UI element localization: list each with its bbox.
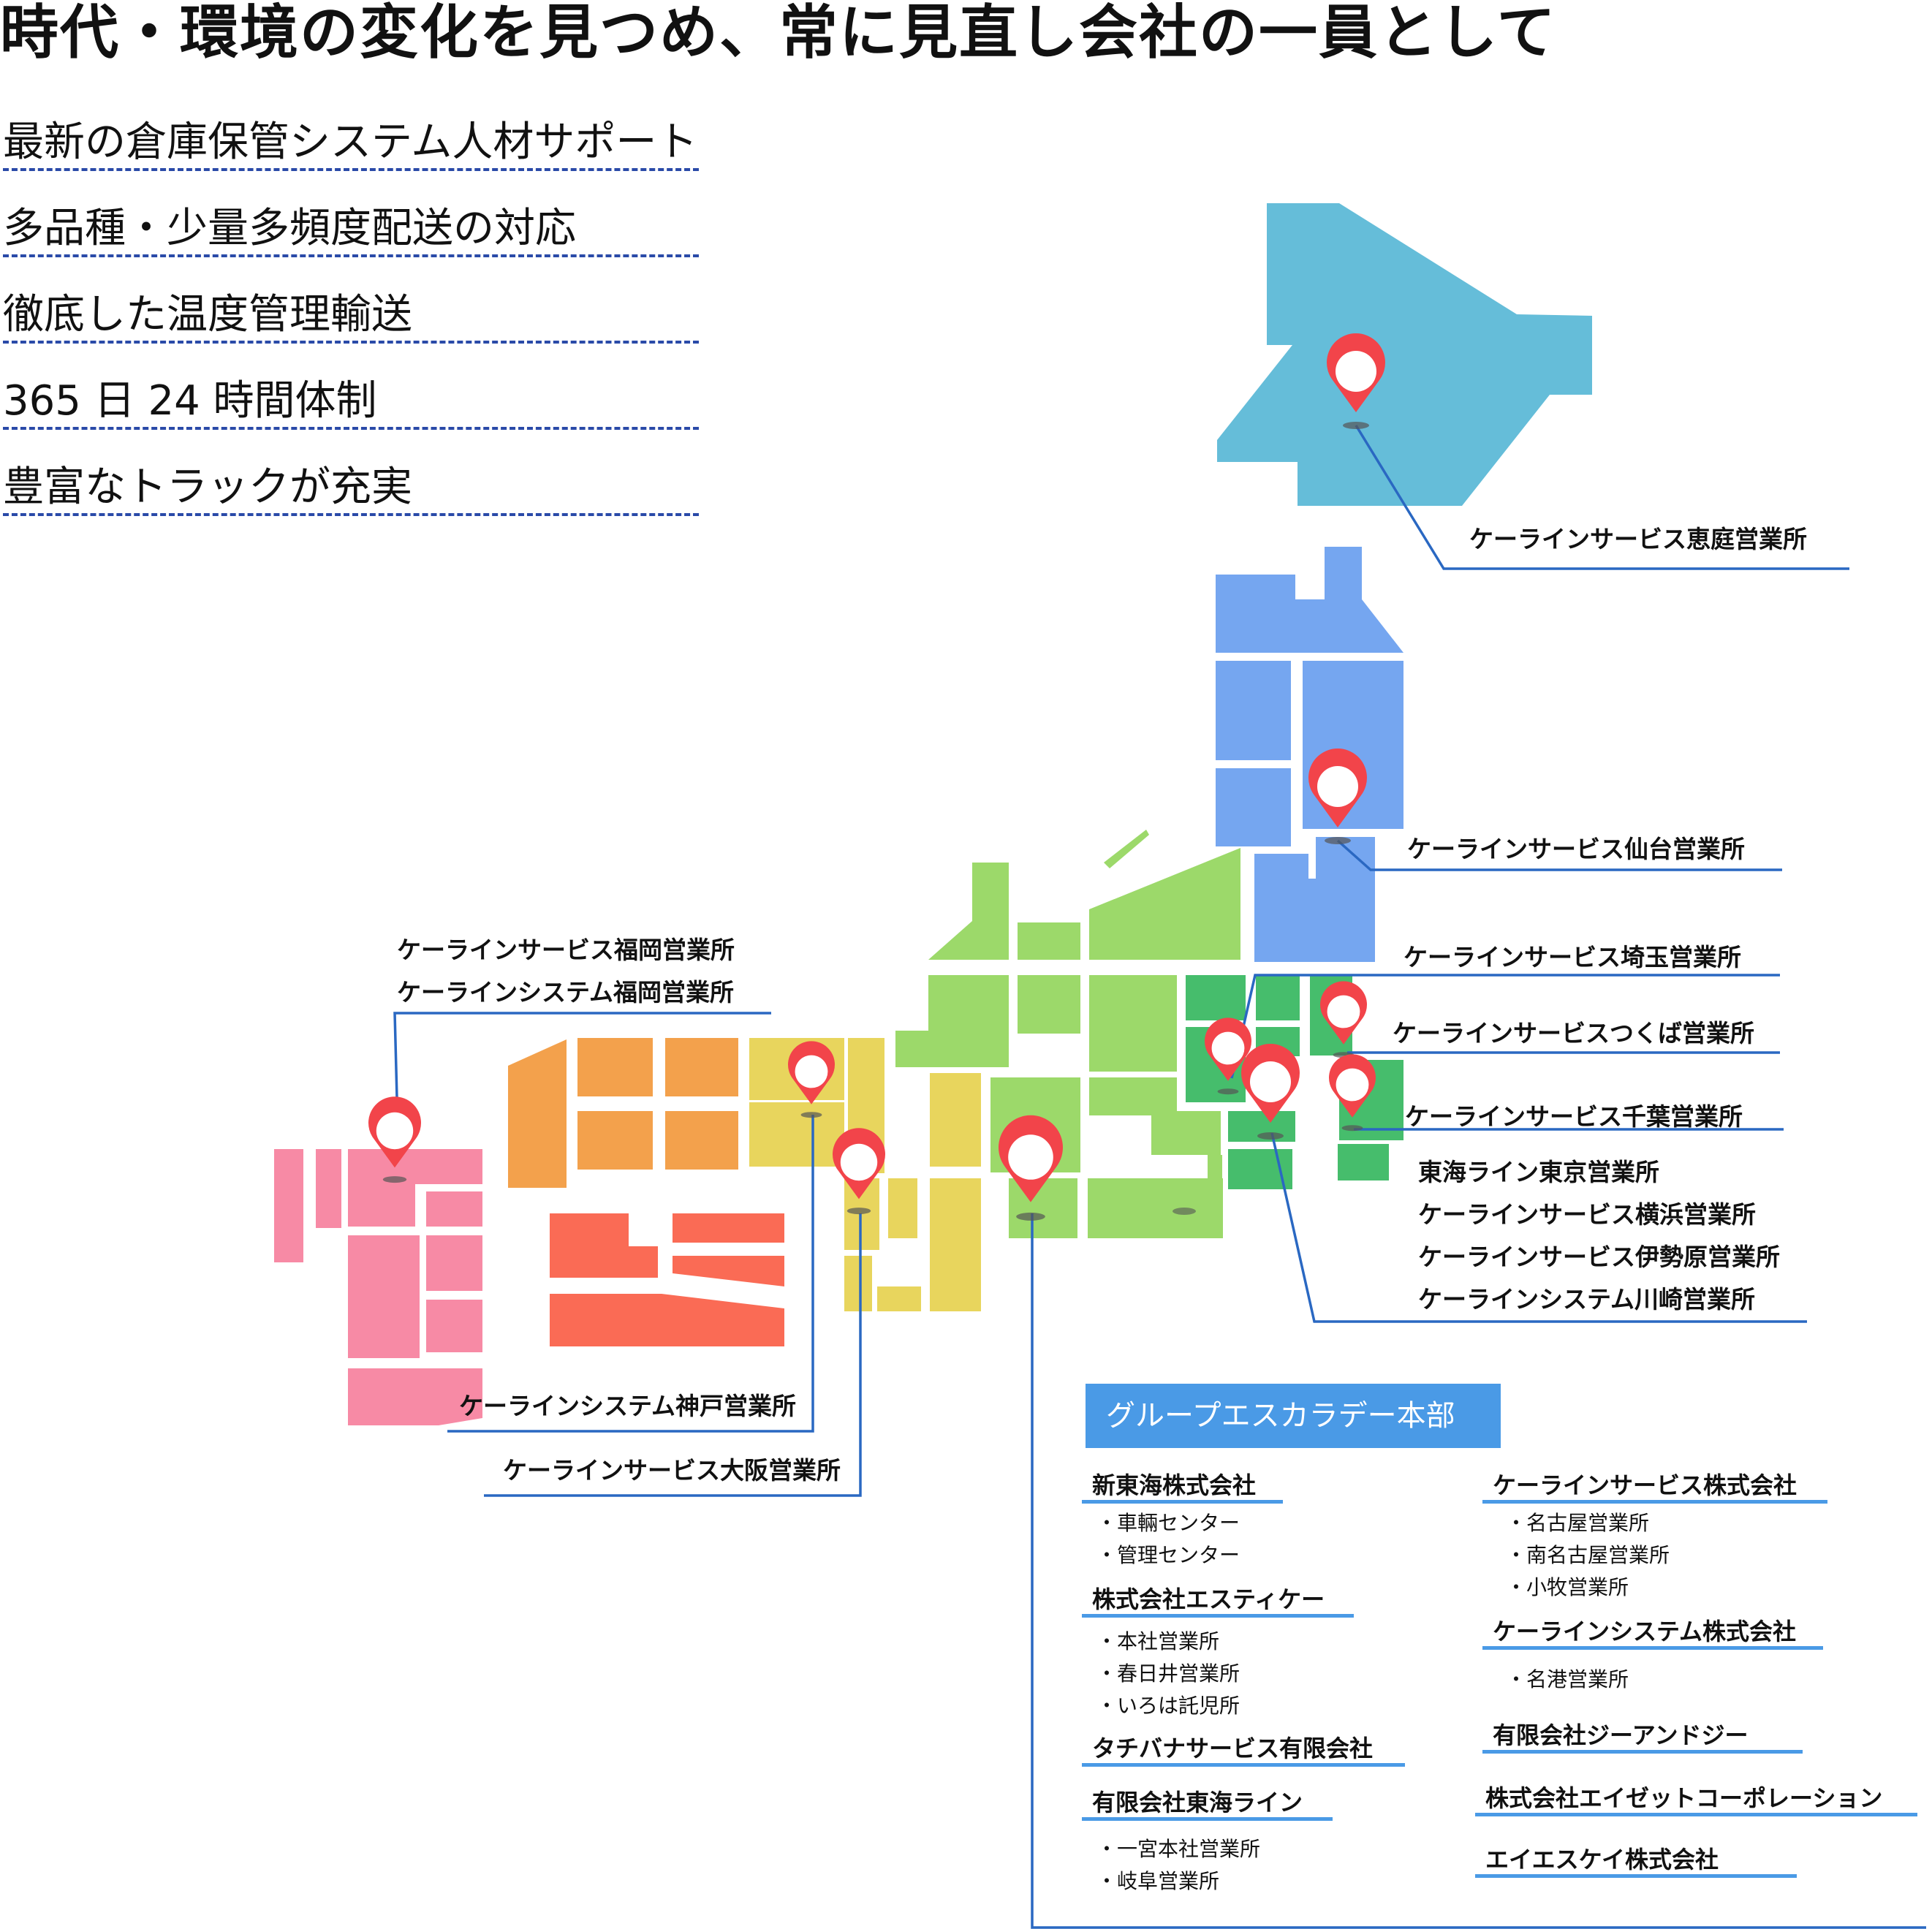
office-label-fukuoka-system: ケーラインシステム福岡営業所	[397, 978, 735, 1007]
company-name: 株式会社エスティケー	[1082, 1585, 1354, 1618]
pin-icon	[833, 1128, 885, 1215]
pin-icon	[1327, 333, 1385, 429]
pin-icon	[1320, 981, 1367, 1058]
company-name: 新東海株式会社	[1082, 1471, 1283, 1504]
office-label-chiba: ケーラインサービス千葉営業所	[1405, 1102, 1743, 1131]
office-label-kawasaki: ケーラインシステム川崎営業所	[1418, 1285, 1756, 1314]
office-label-fukuoka-service: ケーラインサービス福岡営業所	[397, 936, 735, 964]
pin-icon	[368, 1096, 421, 1183]
region-hokkaido	[1217, 203, 1592, 506]
branch-item: ・名港営業所	[1506, 1667, 1629, 1691]
office-label-isehara: ケーラインサービス伊勢原営業所	[1418, 1243, 1780, 1271]
company-name: ケーラインシステム株式会社	[1482, 1617, 1823, 1650]
pin-icon	[999, 1115, 1063, 1221]
branch-item: ・名古屋営業所	[1506, 1511, 1650, 1535]
feature-item: 豊富なトラックが充実	[3, 462, 699, 516]
feature-item: 365 日 24 時間体制	[3, 376, 699, 430]
company-name: ケーラインサービス株式会社	[1482, 1471, 1827, 1504]
branch-item: ・管理センター	[1096, 1543, 1240, 1567]
region-tohoku	[1216, 547, 1403, 962]
feature-item: 徹底した温度管理輸送	[3, 289, 699, 344]
branch-item: ・小牧営業所	[1506, 1575, 1629, 1599]
office-label-saitama: ケーラインサービス埼玉営業所	[1403, 943, 1741, 971]
pin-icon	[788, 1041, 835, 1118]
office-label-tokyo: 東海ライン東京営業所	[1418, 1158, 1659, 1186]
company-name: 有限会社東海ライン	[1082, 1788, 1333, 1821]
branch-item: ・いろは託児所	[1096, 1694, 1240, 1718]
office-label-yokohama: ケーラインサービス横浜営業所	[1418, 1200, 1756, 1229]
company-name: タチバナサービス有限会社	[1082, 1734, 1405, 1767]
feature-item: 最新の倉庫保管システム人材サポート	[3, 117, 699, 171]
branch-item: ・岐阜営業所	[1096, 1869, 1220, 1893]
office-label-osaka: ケーラインサービス大阪営業所	[503, 1456, 841, 1485]
office-label-eniwa: ケーラインサービス恵庭営業所	[1469, 525, 1807, 553]
region-chubu	[895, 830, 1240, 1238]
pin-icon	[1205, 1017, 1251, 1095]
region-chugoku	[508, 1038, 738, 1188]
branch-item: ・本社営業所	[1096, 1629, 1220, 1653]
branch-item: ・車輛センター	[1096, 1511, 1240, 1535]
leader-lines	[393, 425, 1926, 1929]
pin-icon	[1241, 1044, 1300, 1140]
office-label-tsukuba: ケーラインサービスつくば営業所	[1393, 1019, 1754, 1047]
location-pins	[368, 333, 1385, 1221]
office-label-sendai: ケーラインサービス仙台営業所	[1407, 835, 1745, 863]
branch-item: ・一宮本社営業所	[1096, 1837, 1261, 1861]
feature-item: 多品種・少量多頻度配送の対応	[3, 203, 699, 257]
branch-item: ・春日井営業所	[1096, 1661, 1240, 1686]
page-title: 時代・環境の変化を見つめ、常に見直し会社の一員として	[0, 0, 1557, 67]
company-name: 有限会社ジーアンドジー	[1482, 1721, 1803, 1754]
pin-icon	[1329, 1054, 1376, 1132]
hq-title: グループエスカラデー本部	[1086, 1384, 1501, 1448]
office-label-kobe: ケーラインシステム神戸営業所	[459, 1392, 797, 1420]
company-name: 株式会社エイゼットコーポレーション	[1475, 1784, 1917, 1816]
region-shikoku	[550, 1213, 784, 1346]
region-kyushu	[274, 1149, 482, 1425]
pin-shadow	[1173, 1208, 1196, 1215]
pin-icon	[1308, 749, 1367, 844]
company-name: エイエスケイ株式会社	[1475, 1845, 1797, 1878]
branch-item: ・南名古屋営業所	[1506, 1543, 1670, 1567]
